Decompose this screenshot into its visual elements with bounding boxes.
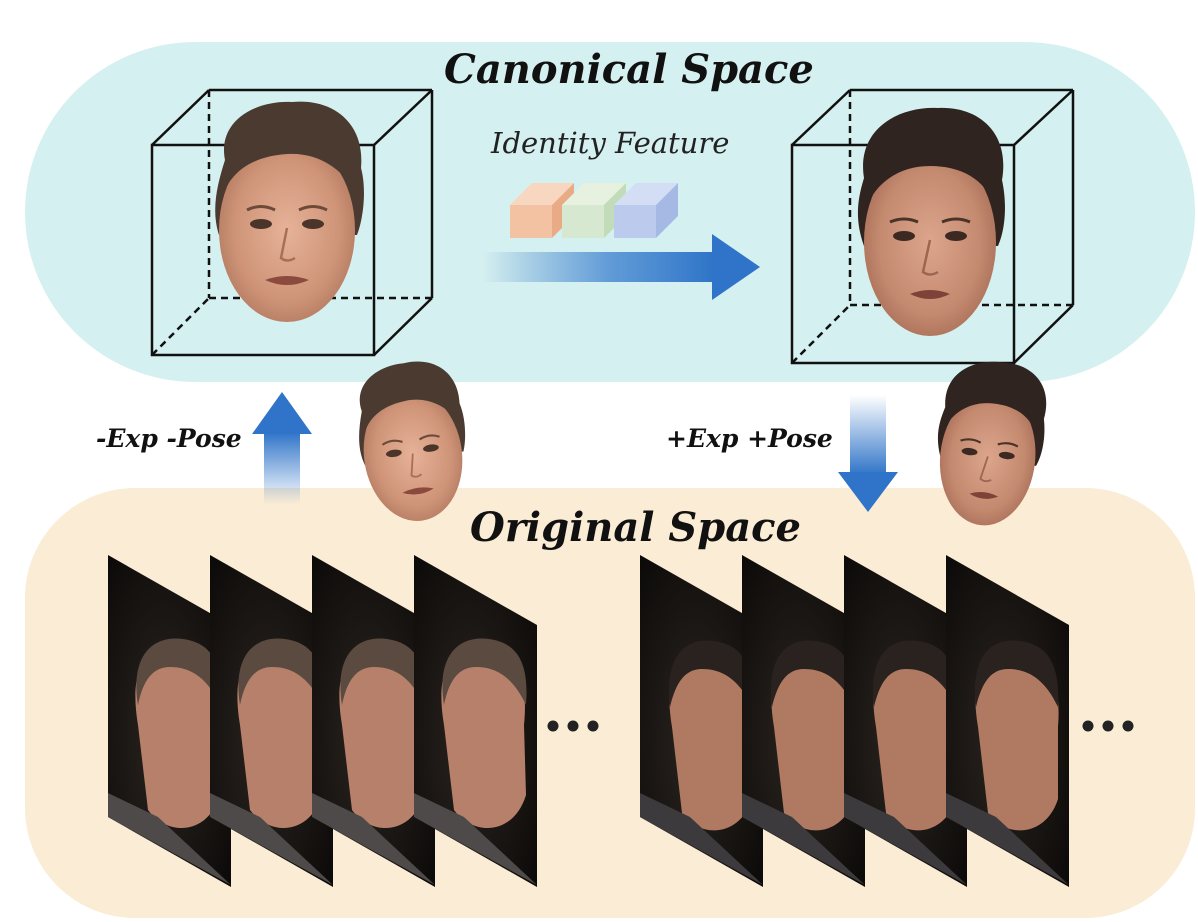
ellipsis-dots-left	[547, 720, 599, 732]
video-frames-right	[640, 555, 1069, 887]
remove-exp-pose-arrow	[252, 392, 312, 504]
identity-feature-blocks	[510, 183, 678, 238]
feature-block-orange	[510, 183, 574, 238]
identity-transfer-arrow	[482, 234, 760, 300]
video-frames-left	[108, 555, 537, 887]
identity-feature-label: Identity Feature	[491, 126, 730, 160]
remove-exp-pose-label: -Exp -Pose	[96, 424, 242, 453]
add-exp-pose-label: +Exp +Pose	[666, 424, 833, 453]
original-space-title: Original Space	[470, 504, 801, 551]
canonical-space-title: Canonical Space	[444, 46, 814, 93]
add-exp-pose-arrow	[838, 395, 898, 512]
feature-block-blue	[614, 183, 678, 238]
ellipsis-dots-right	[1082, 720, 1134, 732]
